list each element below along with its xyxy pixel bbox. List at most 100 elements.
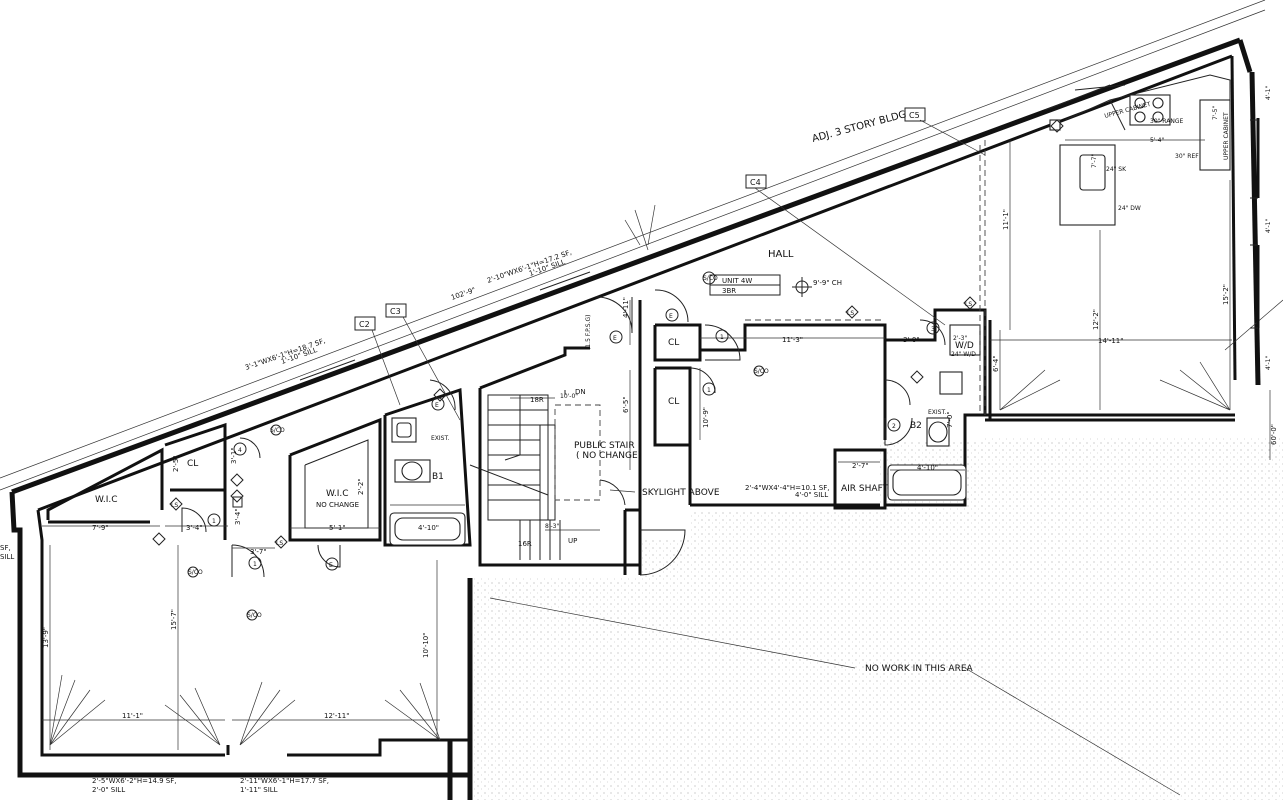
unit-type: 3BR	[722, 287, 736, 295]
stair-dim-bottom: 8'-3"	[545, 523, 559, 530]
stair-dn: DN	[575, 388, 586, 396]
fixtures	[389, 74, 1231, 546]
windows-right-2-label: 4'-1"	[1265, 219, 1272, 233]
dims-d-11-1b-label: 11'-1"	[1002, 209, 1010, 230]
dims-d-3-4b-label: 3'-4"	[234, 508, 242, 525]
room-wic-1: W.I.C	[95, 495, 118, 505]
tags-scd-label: S/CO	[188, 569, 203, 576]
tags-e-label: E	[613, 335, 617, 342]
ceiling-height: 9'-9" CH	[813, 279, 842, 287]
doors	[181, 289, 946, 578]
room-b2: B2	[910, 421, 922, 431]
room-wd: W/D	[955, 341, 974, 351]
window-3-sill: 2'-0" SILL	[92, 786, 125, 794]
dims-d-2-2-label: 2'-2"	[357, 478, 365, 495]
dims-d-60-0-label: 60'-0"	[1270, 424, 1278, 445]
kitchen-range: 30" RANGE	[1150, 118, 1183, 125]
wd-note: 24" W/D	[951, 351, 976, 358]
dims-d-15-2-label: 15'-2"	[1222, 284, 1230, 305]
tags-scd-label: S/CO	[703, 275, 718, 282]
dims-d-6-5-label: 6'-5"	[622, 396, 630, 413]
window-4-sill: 1'-11" SILL	[240, 786, 278, 794]
kitchen-dim-7-7: 7'-7"	[1091, 154, 1098, 168]
tags-scd-label: S/CO	[270, 427, 285, 434]
dims-d-13-9-label: 13'-9"	[42, 627, 50, 648]
unit-name: UNIT 4W	[722, 277, 752, 285]
window-5: 2'-4"WX4'-4"H=10.1 SF,	[745, 484, 830, 492]
tags-num3-label: 3	[931, 326, 935, 333]
tags-num1-label: 1	[707, 387, 711, 394]
room-cl-1: CL	[187, 459, 198, 469]
tags-ls-label: LS	[847, 310, 854, 317]
stair-length: 10'-0"	[560, 393, 578, 400]
tags-scd-label: S/CO	[754, 368, 769, 375]
dims-d-10-9-label: 10'-9"	[702, 407, 710, 428]
tags-c2-label: C2	[359, 320, 370, 329]
stair-no-change: ( NO CHANGE)	[576, 451, 641, 461]
tags-num1-label: 1	[720, 334, 724, 341]
dims-d-4-10b-label: 4'-10"	[917, 464, 938, 472]
window-4: 2'-11"WX6'-1"H=17.7 SF,	[240, 777, 329, 785]
dims-d-11-1-label: 11'-1"	[122, 712, 143, 720]
room-wic-2-note: NO CHANGE	[316, 501, 359, 509]
tags-num1-label: 1	[212, 518, 216, 525]
kitchen-ref: 30" REF	[1175, 153, 1199, 160]
dims-d-3-4a-label: 3'-4"	[186, 524, 203, 532]
room-cl-3: CL	[668, 397, 679, 407]
dims-d-15-7-label: 15'-7"	[170, 609, 178, 630]
tags-ls-label: LS	[965, 301, 972, 308]
tags-num4-label: 4	[238, 447, 242, 454]
public-stair	[469, 390, 601, 560]
right-edge-windows	[1250, 118, 1260, 329]
windows-right-3-label: 4'-1"	[1265, 356, 1272, 370]
tags-ls-label: LS	[171, 502, 178, 509]
dims-d-12-2-label: 12'-2"	[1092, 309, 1100, 330]
tags-exist-label: EXIST.	[928, 409, 946, 416]
room-b1: B1	[432, 472, 444, 482]
leader-lines	[371, 119, 1283, 796]
dims-d-3-7-label: 3'-7"	[250, 548, 267, 556]
dims-d-2-7-label: 2'-7"	[852, 462, 869, 470]
tags-e-label: E	[435, 402, 439, 409]
kitchen-sink: 24" SK	[1106, 166, 1127, 173]
window-5-sill: 4'-0" SILL	[795, 491, 828, 499]
text-labels: ADJ. 3 STORY BLDG HALL UNIT 4W 3BR 9'-9"…	[0, 86, 1278, 794]
dims-d-5-1-label: 5'-1"	[329, 524, 346, 532]
hall-label: HALL	[768, 249, 794, 260]
stair-label: PUBLIC STAIR	[574, 441, 635, 451]
washer-dryer	[949, 324, 981, 356]
skylight-label: SKYLIGHT ABOVE	[642, 488, 720, 498]
tags-e-label: E	[329, 562, 333, 569]
tags-ls-label: LS	[276, 540, 283, 547]
window-3: 2'-5"WX6'-2"H=14.9 SF,	[92, 777, 177, 785]
tags-c4-label: C4	[750, 178, 761, 187]
dims-d-11-3-label: 11'-3"	[782, 336, 803, 344]
ftg-note: (1.5 F.P.S.G)	[585, 315, 592, 350]
room-cl-2: CL	[668, 338, 679, 348]
dims-d-12-11-label: 12'-11"	[324, 712, 349, 720]
adjacent-building-label: ADJ. 3 STORY BLDG	[811, 109, 908, 145]
dims-d-7-9-label: 7'-9"	[92, 524, 109, 532]
dims-d-4-11-label: 4'-11"	[622, 297, 630, 318]
kitchen-dw: 24" DW	[1118, 205, 1141, 212]
kitchen-upper-cabinet-2: UPPER CABINET	[1223, 112, 1230, 160]
tags-exist-label: EXIST.	[431, 435, 449, 442]
stair-18r: 18R	[530, 396, 544, 404]
tag-boxes	[152, 107, 1064, 621]
stair-16r: 16R	[518, 540, 532, 548]
dims-d-7-0-label: 7'-0"	[946, 411, 954, 428]
tags-num2-label: 2	[892, 423, 896, 430]
dims-d-14-11-label: 14'-11"	[1098, 337, 1123, 345]
kitchen-dim-5-4: 5'-4"	[1150, 137, 1164, 144]
tags-e-label: E	[669, 313, 673, 320]
kitchen-dim-7-5: 7'-5"	[1212, 106, 1219, 120]
tags-c5-label: C5	[909, 111, 920, 120]
dimension-lines	[42, 139, 1271, 750]
dims-d-3-1-label: 3'-1"	[230, 447, 238, 464]
no-work-area	[470, 438, 1283, 800]
airshaft-label: AIR SHAFT	[841, 484, 889, 494]
tags-num1-label: 1	[253, 561, 257, 568]
tags-c3-label: C3	[390, 307, 401, 316]
b2-sink	[939, 371, 963, 395]
dims-d-6-4-label: 6'-4"	[992, 355, 1000, 372]
